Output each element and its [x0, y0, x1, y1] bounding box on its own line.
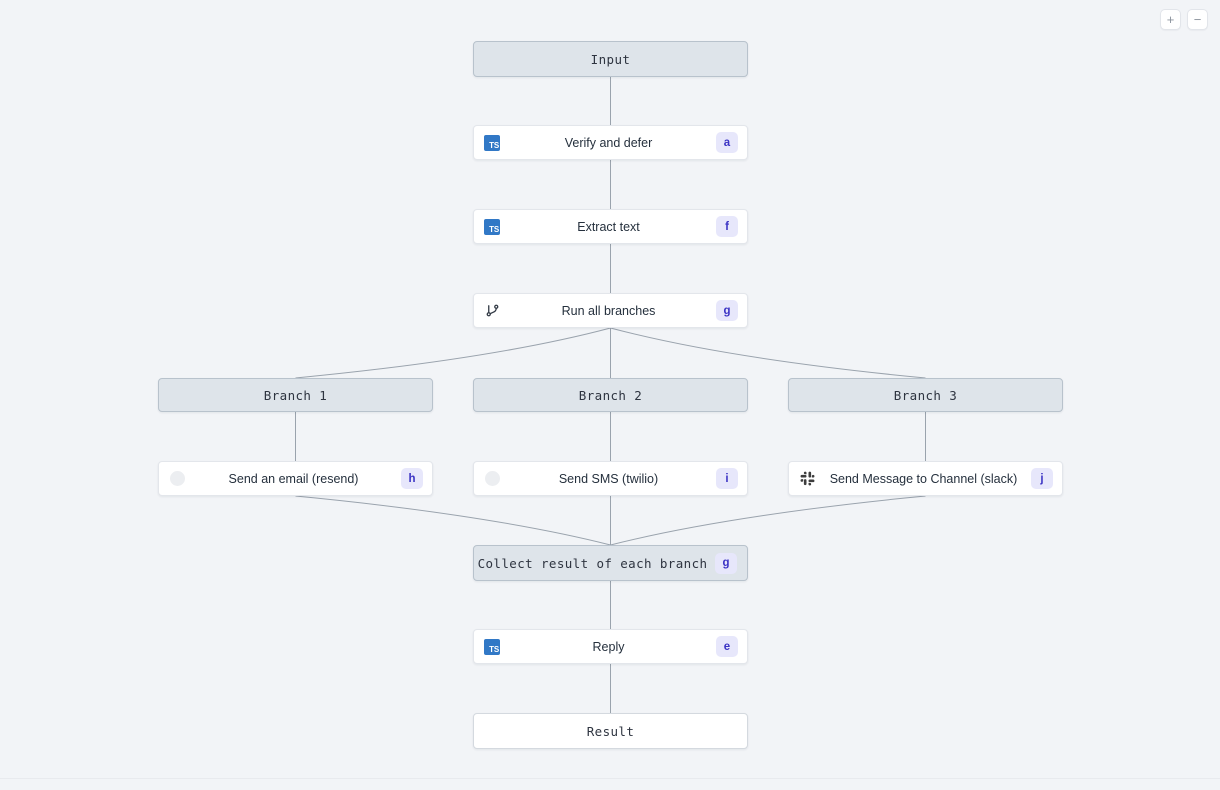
branch-icon — [483, 302, 501, 320]
node-input[interactable]: Input — [473, 41, 748, 77]
node-title: Branch 3 — [893, 387, 958, 403]
node-badge[interactable]: e — [716, 636, 738, 657]
node-title: Branch 1 — [263, 387, 328, 403]
zoom-out-button[interactable]: − — [1187, 9, 1208, 30]
node-verify-and-defer[interactable]: TS Verify and defer a — [473, 125, 748, 160]
zoom-in-button[interactable]: + — [1160, 9, 1181, 30]
node-badge[interactable]: j — [1031, 468, 1053, 489]
zoom-controls: + − — [1160, 9, 1208, 30]
node-title: Send an email (resend) — [228, 471, 359, 486]
node-branch-1[interactable]: Branch 1 — [158, 378, 433, 412]
node-send-sms-twilio[interactable]: Send SMS (twilio) i — [473, 461, 748, 496]
edge-send-email-to-collect — [295, 495, 611, 546]
typescript-icon: TS — [483, 218, 501, 236]
node-title: Extract text — [577, 219, 640, 234]
node-reply[interactable]: TS Reply e — [473, 629, 748, 664]
typescript-icon: TS — [483, 638, 501, 656]
twilio-icon — [483, 470, 501, 488]
node-extract-text[interactable]: TS Extract text f — [473, 209, 748, 244]
node-send-an-email-resend[interactable]: Send an email (resend) h — [158, 461, 433, 496]
node-collect-result-of-each-branch[interactable]: Collect result of each branch g — [473, 545, 748, 581]
node-branch-3[interactable]: Branch 3 — [788, 378, 1063, 412]
node-title: Send Message to Channel (slack) — [829, 471, 1018, 486]
resend-icon — [168, 470, 186, 488]
node-badge[interactable]: a — [716, 132, 738, 153]
slack-icon — [798, 470, 816, 488]
node-title: Input — [590, 51, 631, 67]
node-run-all-branches[interactable]: Run all branches g — [473, 293, 748, 328]
node-title: Result — [586, 723, 635, 739]
typescript-icon: TS — [483, 134, 501, 152]
node-badge[interactable]: f — [716, 216, 738, 237]
node-branch-2[interactable]: Branch 2 — [473, 378, 748, 412]
edge-run-all-to-branch-3 — [610, 327, 926, 379]
node-result[interactable]: Result — [473, 713, 748, 749]
node-title: Send SMS (twilio) — [558, 471, 659, 486]
node-title: Run all branches — [561, 303, 656, 318]
node-badge[interactable]: g — [716, 300, 738, 321]
node-title: Reply — [592, 639, 625, 654]
node-badge[interactable]: g — [715, 552, 737, 574]
edge-run-all-to-branch-1 — [295, 327, 611, 379]
node-badge[interactable]: h — [401, 468, 423, 489]
edge-send-slack-to-collect — [610, 495, 926, 546]
node-title: Collect result of each branch — [477, 555, 708, 571]
node-title: Branch 2 — [578, 387, 643, 403]
node-title: Verify and defer — [564, 135, 653, 150]
node-send-message-to-channel-slack[interactable]: Send Message to Channel (slack) j — [788, 461, 1063, 496]
bottom-divider — [0, 778, 1220, 779]
node-badge[interactable]: i — [716, 468, 738, 489]
